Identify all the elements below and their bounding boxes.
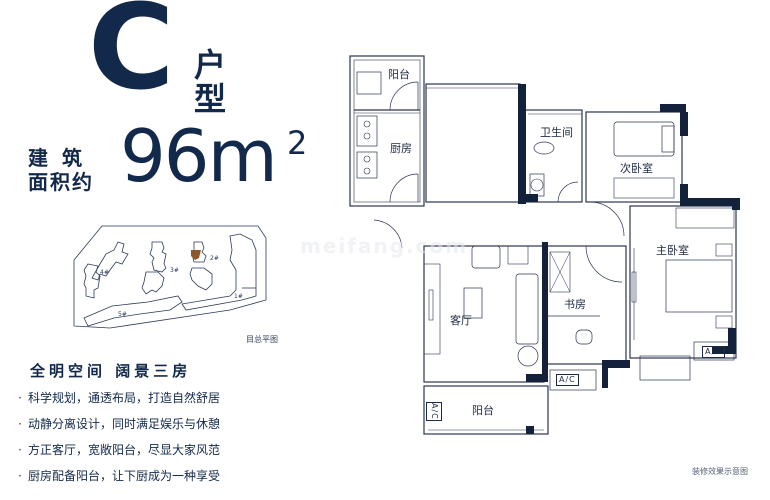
room-label-study: 书房 xyxy=(564,298,586,311)
highlighted-building xyxy=(191,250,201,260)
floor-plan: 阳台 厨房 卫生间 次卧室 主卧室 客厅 书房 阳台 A/C A/C A/C xyxy=(340,40,760,460)
bullet-icon: · xyxy=(18,469,22,483)
bullet-icon: · xyxy=(18,417,22,431)
area-value: 96m xyxy=(120,114,278,198)
unit-type-letter: C xyxy=(88,0,175,116)
feature-item: ·科学规划，通透布局，打造自然舒居 xyxy=(18,391,221,405)
ac-unit-label: A/C xyxy=(702,346,725,358)
site-plan-caption: 目总平图 xyxy=(246,335,278,344)
building-1-label: 1# xyxy=(234,293,243,300)
room-label-second-bedroom: 次卧室 xyxy=(620,162,653,175)
area-unit-superscript: 2 xyxy=(287,124,308,162)
feature-item: ·方正客厅，宽敞阳台，尽显大家风范 xyxy=(18,443,221,457)
feature-list: ·科学规划，通透布局，打造自然舒居 ·动静分离设计，同时满足娱乐与休憩 ·方正客… xyxy=(18,390,220,494)
building-4-label: 4# xyxy=(100,269,109,276)
building-5-label: 5# xyxy=(118,311,127,318)
room-label-balcony-top: 阳台 xyxy=(388,68,410,81)
building-3-label: 3# xyxy=(170,267,179,274)
site-plan-map: 2# 3# 4# 1# 5# xyxy=(73,225,267,329)
watermark: meifang.com xyxy=(300,234,469,258)
bullet-icon: · xyxy=(18,391,22,405)
unit-type-suffix: 户型 xyxy=(194,46,227,118)
room-label-bathroom: 卫生间 xyxy=(540,126,573,139)
area-label-line2: 面积约 xyxy=(28,170,94,194)
ac-unit-label: A/C xyxy=(426,402,442,421)
rendering-disclaimer: 装修效果示意图 xyxy=(692,467,748,476)
building-2-label: 2# xyxy=(210,255,219,262)
bullet-icon: · xyxy=(18,443,22,457)
ac-unit-label: A/C xyxy=(556,374,579,386)
room-label-master-bedroom: 主卧室 xyxy=(656,244,689,257)
feature-headline: 全明空间 阔景三房 xyxy=(30,362,192,380)
room-label-living-room: 客厅 xyxy=(450,314,472,327)
feature-item: ·动静分离设计，同时满足娱乐与休憩 xyxy=(18,417,221,431)
room-label-kitchen: 厨房 xyxy=(390,142,412,155)
floor-plan-drawing xyxy=(349,55,740,435)
area-label-line1: 建筑 xyxy=(28,146,96,170)
feature-item: ·厨房配备阳台，让下厨成为一种享受 xyxy=(18,469,221,483)
area-label: 建筑 面积约 xyxy=(28,146,96,194)
room-label-balcony-bottom: 阳台 xyxy=(472,404,494,417)
